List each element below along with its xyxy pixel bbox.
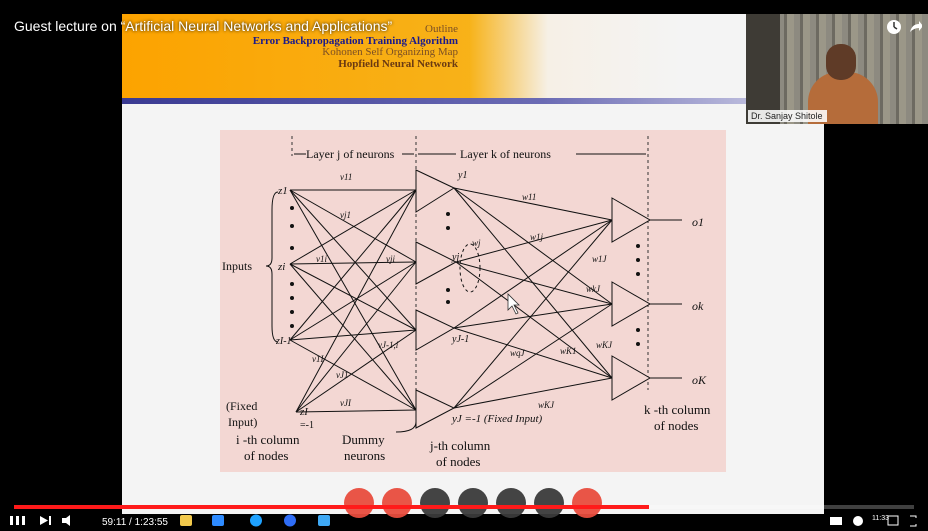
eraser-tool-button[interactable] [420, 488, 450, 518]
outline-item: Kohonen Self Organizing Map [322, 46, 458, 58]
vJ1-label: vJ1 [336, 370, 349, 380]
col-k-label-1: k -th column [644, 402, 711, 417]
yJ1-label: yJ-1 [451, 334, 469, 345]
controls-bar: 59:11 / 1:23:55 11:33 [10, 514, 917, 528]
dummy-label-1: Dummy [342, 432, 385, 447]
outline-item: Outline [425, 23, 458, 35]
w1j-label: w1j [530, 232, 544, 242]
pen-tool-button[interactable] [344, 488, 374, 518]
presenter-head [826, 44, 856, 80]
clock-share-icons[interactable] [886, 18, 923, 43]
yj-label: yj [451, 252, 459, 263]
inputs-brace [265, 191, 279, 343]
dummy-label-2: neurons [344, 448, 385, 463]
wK1-label: wK1 [560, 346, 577, 356]
input-dots [290, 206, 294, 328]
next-icon [40, 516, 48, 525]
clock-time: 11:33 [872, 515, 889, 522]
zI1-label: zI-1 [275, 336, 292, 347]
layer-k-neurons [611, 197, 651, 401]
zi-label: zi [277, 261, 285, 273]
vJI-label: vJI [340, 398, 352, 408]
slide-outline: Outline Error Backpropagation Training A… [234, 23, 458, 70]
webcam-name-label: Dr. Sanjay Shitole [748, 110, 827, 122]
player-controls[interactable]: 59:11 / 1:23:55 11:33 [0, 512, 928, 528]
progress-fill[interactable] [14, 505, 649, 509]
text-tool-button[interactable] [496, 488, 526, 518]
y1-label: y1 [457, 170, 467, 181]
layer-k-label: Layer k of neurons [460, 147, 551, 161]
miniplayer-icon [887, 515, 899, 526]
layer-j-label: Layer j of neurons [306, 147, 395, 161]
layer-k-dots [636, 244, 640, 346]
volume-icon [62, 515, 70, 526]
slide-rule [122, 98, 824, 104]
w11-label: w11 [522, 192, 536, 202]
slide-header-band [122, 14, 502, 98]
shape-tool-button[interactable] [458, 488, 488, 518]
play-pause-icon [10, 516, 13, 525]
fullscreen-icon [910, 515, 917, 527]
hidden-connections [453, 187, 613, 409]
wj-label: wj [472, 238, 481, 248]
settings-icon [853, 516, 863, 526]
taskbar-icons [180, 514, 330, 527]
v1I-label: v1I [312, 354, 324, 364]
zI-value: =-1 [300, 420, 314, 431]
wKJ-label: wKJ [596, 340, 613, 350]
fixed-input-label-2: Input) [228, 415, 257, 429]
o1-label: o1 [692, 215, 704, 229]
network-figure: Layer j of neurons Layer k of neurons In… [220, 130, 726, 472]
share-icon [910, 21, 923, 32]
layer-j-neurons [415, 169, 458, 429]
vji-label: vji [386, 254, 395, 264]
watch-later-share-icons[interactable] [886, 18, 923, 38]
output-lines [650, 219, 682, 379]
fixed-input-label-1: (Fixed [226, 399, 257, 413]
network-diagram: Layer j of neurons Layer k of neurons In… [222, 136, 711, 469]
layer-j-dots [446, 212, 450, 304]
inputs-label: Inputs [222, 259, 252, 273]
mouse-cursor-icon [507, 293, 520, 315]
outline-item: Hopfield Neural Network [338, 57, 458, 70]
outline-item-active: Error Backpropagation Training Algorithm [252, 34, 458, 47]
oK-label: oK [692, 373, 707, 387]
ok-label: ok [692, 299, 704, 313]
highlighter-tool-button[interactable] [382, 488, 412, 518]
wkJ-label: wkJ [586, 284, 601, 294]
w1J-label: w1J [592, 254, 608, 264]
video-title[interactable]: Guest lecture on “Artificial Neural Netw… [14, 18, 393, 34]
input-connections [289, 189, 417, 413]
webcam-door [746, 14, 780, 124]
vJ1i-label: vJ-1,i [378, 340, 399, 350]
z1-label: z1 [277, 185, 288, 197]
col-i-label-1: i -th column [236, 432, 300, 447]
v11-label: v11 [340, 172, 352, 182]
wqJ-label: wqJ [510, 348, 526, 358]
more-tool-button[interactable] [534, 488, 564, 518]
col-j-label-1: j-th column [429, 438, 491, 453]
vj1-label: vj1 [340, 210, 351, 220]
dummy-pointer [395, 421, 417, 433]
v1i-label: v1i [316, 254, 327, 264]
col-k-label-2: of nodes [654, 418, 698, 433]
time-display: 59:11 / 1:23:55 [102, 517, 168, 528]
close-tool-button[interactable] [572, 488, 602, 518]
col-j-label-2: of nodes [436, 454, 480, 469]
wj-highlight [459, 243, 481, 293]
wKJ2-label: wKJ [538, 400, 555, 410]
col-i-label-2: of nodes [244, 448, 288, 463]
subtitles-icon [830, 517, 842, 525]
yJ-fixed-label: yJ =-1 (Fixed Input) [451, 413, 543, 425]
